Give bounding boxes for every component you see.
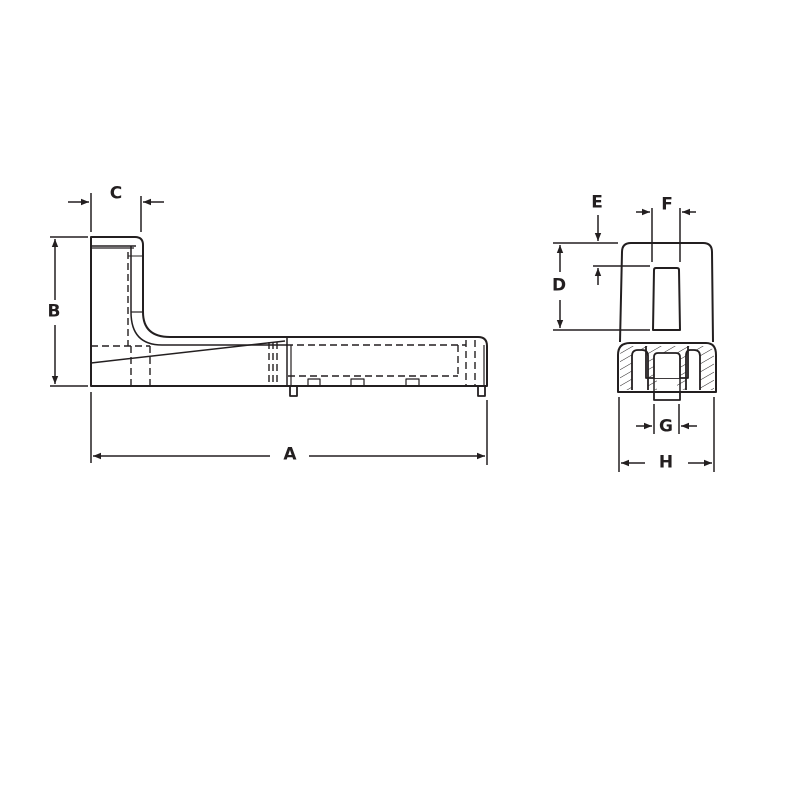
side-outline bbox=[91, 237, 487, 386]
dimension-label-g: G bbox=[657, 416, 675, 437]
dimension-label-a: A bbox=[281, 444, 299, 465]
end-view bbox=[553, 208, 716, 472]
dimension-label-b: B bbox=[45, 301, 63, 322]
side-view bbox=[50, 193, 487, 465]
dimension-label-h: H bbox=[656, 452, 676, 473]
dimension-label-e: E bbox=[589, 192, 605, 213]
dimension-label-f: F bbox=[659, 194, 675, 215]
end-upper-outline bbox=[620, 243, 713, 342]
dimension-label-d: D bbox=[549, 275, 569, 296]
dimension-label-c: C bbox=[107, 183, 125, 204]
